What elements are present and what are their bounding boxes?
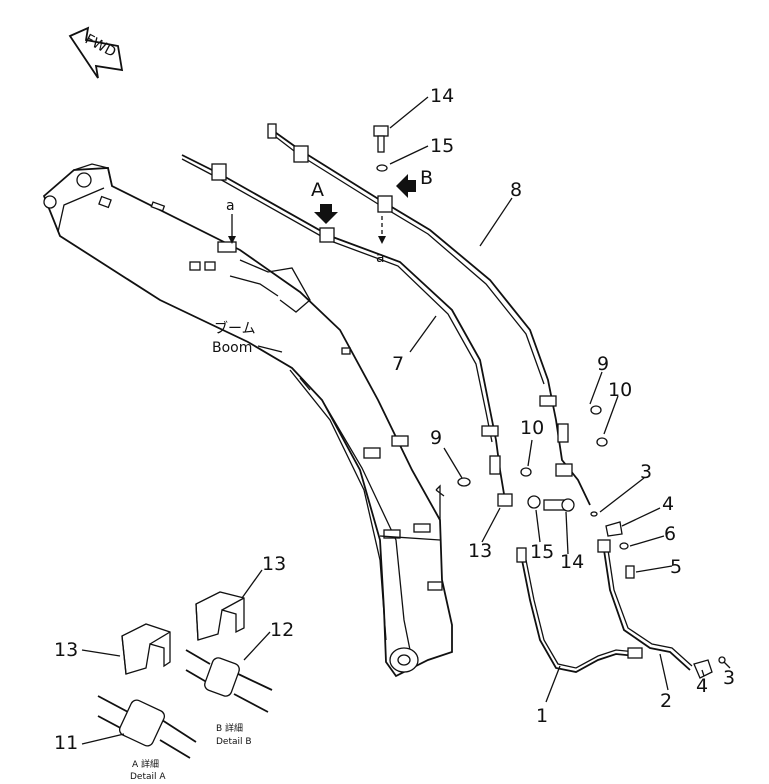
- detail-insets: [97, 591, 273, 759]
- callout-3-right: 3: [640, 461, 652, 483]
- view-arrow-a-icon: [314, 204, 338, 224]
- view-arrow-b-icon: [396, 174, 416, 198]
- fwd-arrow-icon: FWD: [68, 26, 124, 79]
- callout-13-center: 13: [468, 540, 492, 562]
- boom-label-jp: ブーム: [214, 320, 256, 337]
- boom-arm: [42, 163, 453, 678]
- callout-9-left: 9: [430, 427, 442, 449]
- callout-4-right: 4: [662, 493, 674, 515]
- detail-a-title-en: Detail A: [130, 772, 166, 782]
- detail-a-title-jp: A 詳細: [132, 758, 159, 770]
- callout-6: 6: [664, 523, 676, 545]
- tube-8: [267, 123, 591, 506]
- hardware: [373, 125, 726, 664]
- boom-label-en: Boom: [212, 340, 252, 356]
- callout-4-bottom: 4: [696, 675, 708, 697]
- hose-2: [597, 539, 713, 679]
- callout-14-mid: 14: [560, 551, 584, 573]
- callout-15-top: 15: [430, 135, 454, 157]
- callout-8: 8: [510, 179, 522, 201]
- detail-b-title-jp: B 詳細: [216, 722, 243, 734]
- callout-7: 7: [392, 353, 404, 375]
- view-arrow-b-label: B: [420, 167, 433, 189]
- callout-10-left: 10: [520, 417, 544, 439]
- callout-13-detail-b: 13: [262, 553, 286, 575]
- callout-15-mid: 15: [530, 541, 554, 563]
- view-arrow-a-label: A: [311, 179, 324, 201]
- callout-1: 1: [536, 705, 548, 727]
- callout-13-detail-a: 13: [54, 639, 78, 661]
- callout-2: 2: [660, 690, 672, 712]
- ref-a-top: a: [226, 198, 235, 214]
- callout-12: 12: [270, 619, 294, 641]
- callout-3-bottom: 3: [723, 667, 735, 689]
- hose-1: [516, 547, 643, 673]
- leader-lines: [389, 96, 731, 703]
- callout-9-right: 9: [597, 353, 609, 375]
- tube-7: [181, 154, 513, 507]
- callout-11: 11: [54, 732, 78, 754]
- ref-a-mid: a: [376, 250, 385, 266]
- fwd-label: FWD: [82, 31, 118, 60]
- detail-b-title-en: Detail B: [216, 737, 252, 747]
- callout-10-right: 10: [608, 379, 632, 401]
- callout-14-top: 14: [430, 85, 454, 107]
- callout-5: 5: [670, 556, 682, 578]
